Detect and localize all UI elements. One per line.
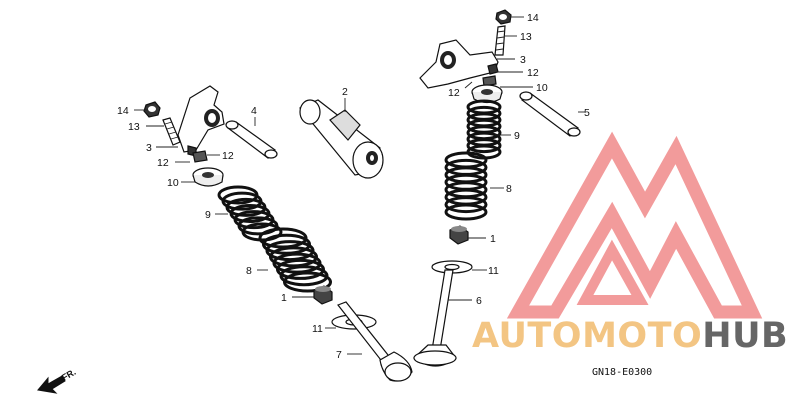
part-label-12l1: 12 bbox=[222, 150, 234, 162]
part-label-14l: 14 bbox=[117, 105, 129, 117]
fr-label: FR. bbox=[60, 367, 78, 383]
part-label-2: 2 bbox=[342, 86, 348, 98]
part-label-11l: 11 bbox=[312, 323, 323, 335]
part-label-4: 4 bbox=[251, 105, 257, 117]
retainer-10-left bbox=[192, 167, 224, 187]
part-label-7l: 7 bbox=[336, 349, 342, 361]
spring-9-right bbox=[466, 99, 502, 160]
screw-13-right bbox=[494, 25, 506, 56]
front-direction-indicator: FR. bbox=[37, 367, 78, 394]
nut-14-right bbox=[495, 9, 512, 25]
screw-13-left bbox=[162, 117, 181, 146]
part-label-13l: 13 bbox=[128, 121, 140, 133]
part-label-12r2: 12 bbox=[448, 87, 460, 99]
part-label-12r1: 12 bbox=[527, 67, 539, 79]
rocker-shaft-4 bbox=[225, 120, 278, 159]
rocker-shaft-5 bbox=[519, 91, 581, 137]
diagram-code: GN18-E0300 bbox=[592, 367, 652, 378]
brand-hub: HUB bbox=[702, 316, 788, 356]
part-label-1r: 1 bbox=[490, 233, 496, 245]
part-label-10r: 10 bbox=[536, 82, 548, 94]
spring-coil bbox=[283, 271, 332, 293]
part-label-1l: 1 bbox=[281, 292, 287, 304]
part-label-8l: 8 bbox=[246, 265, 252, 277]
part-label-14r: 14 bbox=[527, 12, 539, 24]
valve-7-left bbox=[337, 301, 413, 382]
spring-8-left bbox=[258, 227, 332, 293]
retainer-10-right bbox=[471, 84, 503, 104]
rocker-arm-3-right bbox=[419, 39, 499, 89]
brand-moto: MOTO bbox=[582, 316, 702, 356]
part-label-5: 5 bbox=[584, 107, 590, 119]
seal-1-left bbox=[313, 285, 333, 305]
leader-lines bbox=[134, 16, 585, 355]
part-label-10l: 10 bbox=[167, 177, 179, 189]
cotter-12-left bbox=[187, 145, 208, 163]
part-label-8r: 8 bbox=[506, 183, 512, 195]
spring-coil bbox=[466, 138, 502, 154]
part-label-9l: 9 bbox=[205, 209, 211, 221]
left-valve-assembly bbox=[143, 85, 413, 382]
part-label-6: 6 bbox=[476, 295, 482, 307]
part-label-3l: 3 bbox=[146, 142, 152, 154]
part-label-11r: 11 bbox=[488, 265, 499, 277]
camshaft-2 bbox=[299, 99, 384, 179]
spring-coil bbox=[444, 196, 488, 214]
part-label-3r: 3 bbox=[520, 54, 526, 66]
brand-auto: AUTO bbox=[472, 316, 582, 356]
spring-coil bbox=[444, 203, 488, 221]
rocker-arm-3-left bbox=[177, 85, 225, 153]
cotter-12-right bbox=[482, 63, 499, 87]
right-valve-assembly bbox=[413, 9, 581, 367]
watermark-brand: AUTOMOTOHUB bbox=[472, 316, 788, 356]
part-label-9r: 9 bbox=[514, 130, 520, 142]
seat-11-right bbox=[431, 260, 473, 274]
seal-1-right bbox=[449, 225, 469, 245]
part-label-12l2: 12 bbox=[157, 157, 169, 169]
watermark-logo bbox=[506, 131, 763, 319]
part-label-13r: 13 bbox=[520, 31, 532, 43]
valve-6-right bbox=[413, 269, 457, 367]
spring-8-right bbox=[444, 151, 488, 221]
spring-9-left bbox=[217, 185, 283, 242]
nut-14-left bbox=[143, 101, 161, 118]
